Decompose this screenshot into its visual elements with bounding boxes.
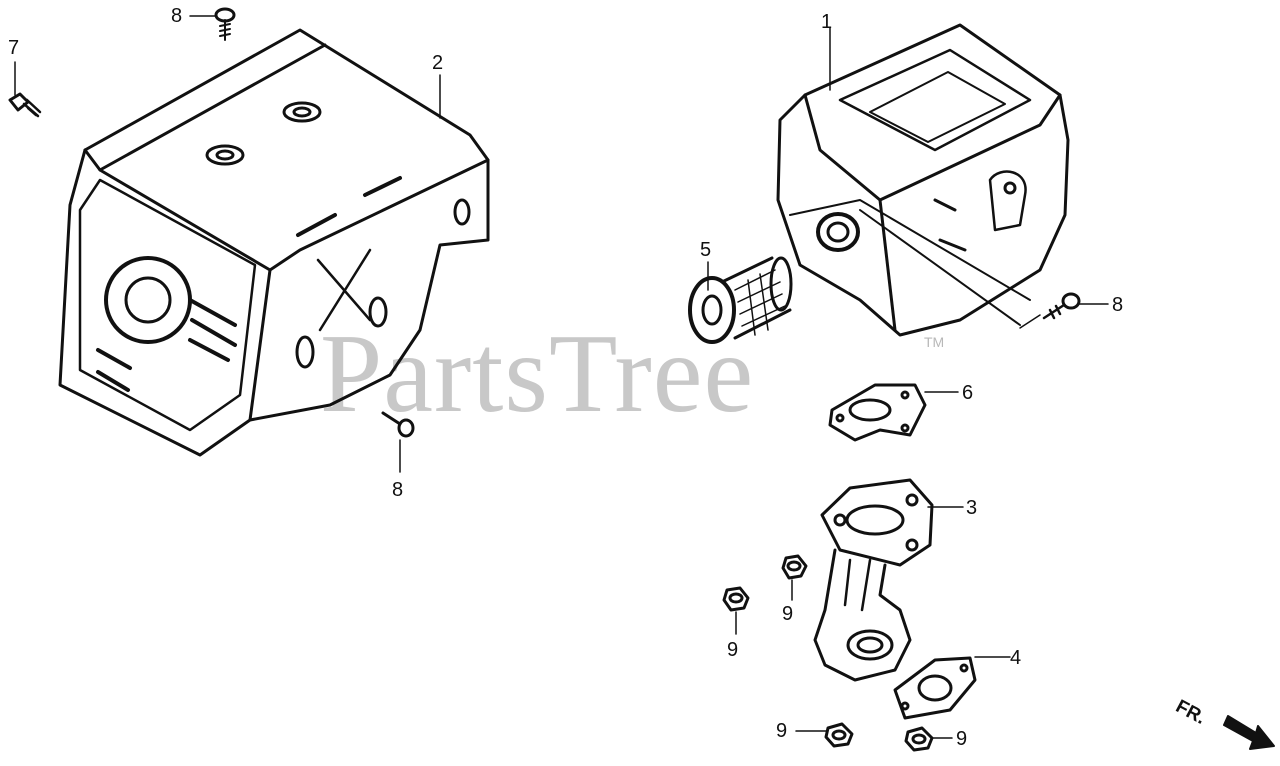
screw-8-middle — [381, 411, 415, 438]
gasket-lower — [893, 656, 977, 720]
callout-9-bottom-right: 9 — [956, 728, 968, 750]
callout-3: 3 — [966, 497, 978, 519]
callout-9-bottom-left: 9 — [776, 720, 788, 742]
callout-5: 5 — [700, 239, 712, 261]
callout-8-right: 8 — [1112, 294, 1124, 316]
muffler-protector — [58, 28, 490, 457]
callout-8-top: 8 — [171, 5, 183, 27]
screw-8-right — [1042, 292, 1081, 320]
callout-9-upper: 9 — [782, 603, 794, 625]
trademark: TM — [924, 334, 945, 350]
callout-7: 7 — [8, 37, 20, 59]
muffler — [776, 23, 1070, 337]
spark-arrester — [688, 256, 793, 344]
callout-2: 2 — [432, 52, 444, 74]
nut-9-left — [722, 586, 750, 612]
gasket-upper — [828, 383, 927, 442]
callout-9-left: 9 — [727, 639, 739, 661]
callout-8-middle: 8 — [392, 479, 404, 501]
callout-4: 4 — [1010, 647, 1022, 669]
nut-9-bottom-right — [904, 726, 934, 752]
nut-9-bottom-left — [824, 722, 854, 748]
leader-lines — [14, 15, 1109, 739]
bolt-7 — [8, 92, 42, 118]
callout-6: 6 — [962, 382, 974, 404]
screw-8-top — [214, 7, 236, 41]
callout-1: 1 — [821, 11, 833, 33]
exhaust-joint — [813, 478, 934, 682]
front-direction-arrow — [1223, 715, 1275, 750]
nut-9-upper — [781, 554, 808, 580]
